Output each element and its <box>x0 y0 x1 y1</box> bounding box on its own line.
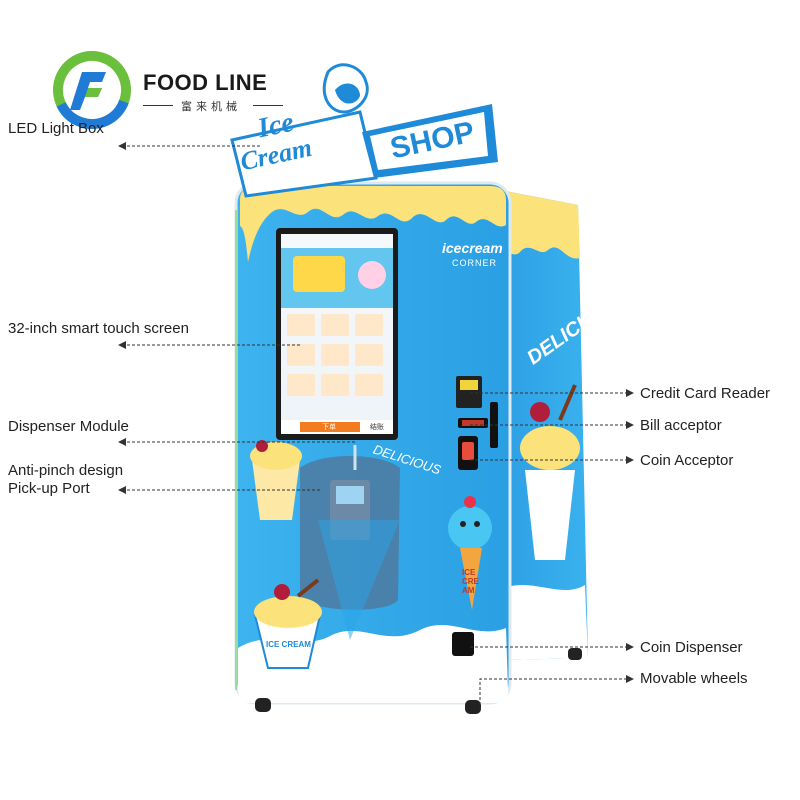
decor-side-cup <box>520 384 580 560</box>
food-line-logo-icon <box>53 51 131 129</box>
led-light-box-sign <box>230 63 498 198</box>
payment-devices <box>452 376 498 656</box>
brand-name: FOOD LINE <box>143 70 268 95</box>
callout-line-wheels <box>479 678 630 710</box>
label-coin-dispenser: Coin Dispenser <box>640 639 743 656</box>
side-brand-sub: CORNER <box>452 258 498 268</box>
label-dispenser-module: Dispenser Module <box>8 418 129 435</box>
label-pickup-port: Pick-up Port <box>8 480 90 497</box>
label-led-light-box: LED Light Box <box>8 120 104 137</box>
decor-bottom-cup <box>253 578 322 669</box>
side-brand-text: icecream <box>442 240 503 256</box>
menu-grid <box>287 314 383 396</box>
side-cone-text: ICE CREAM <box>462 568 479 595</box>
arrow-screen <box>118 341 126 349</box>
label-coin-acceptor: Coin Acceptor <box>640 452 734 469</box>
decor-front-cup <box>250 440 302 520</box>
cup-label-text: ICE CREAM <box>266 640 311 649</box>
label-anti-pinch: Anti-pinch design <box>8 462 124 479</box>
decor-side-cone <box>448 496 492 610</box>
label-smart-touch-screen: 32-inch smart touch screen <box>8 320 189 337</box>
screen-checkout-label: 结账 <box>370 424 384 431</box>
arrow-coin <box>626 456 634 464</box>
arrow-pickup <box>118 486 126 494</box>
label-bill-acceptor: Bill acceptor <box>640 417 722 434</box>
arrow-led <box>118 142 126 150</box>
label-movable-wheels: Movable wheels <box>640 670 748 687</box>
arrow-coin-dispenser <box>626 643 634 651</box>
label-credit-card-reader: Credit Card Reader <box>640 385 771 402</box>
arrow-wheels <box>626 675 634 683</box>
brand-subtitle: 富来机械 <box>143 98 284 114</box>
arrow-card <box>626 389 634 397</box>
screen-order-button: 下单 <box>322 424 336 431</box>
touch-screen <box>276 228 398 440</box>
arrow-dispenser <box>118 438 126 446</box>
brand-block: FOOD LINE 富来机械 <box>143 70 284 114</box>
arrow-bill <box>626 421 634 429</box>
dispenser-window <box>300 445 400 640</box>
